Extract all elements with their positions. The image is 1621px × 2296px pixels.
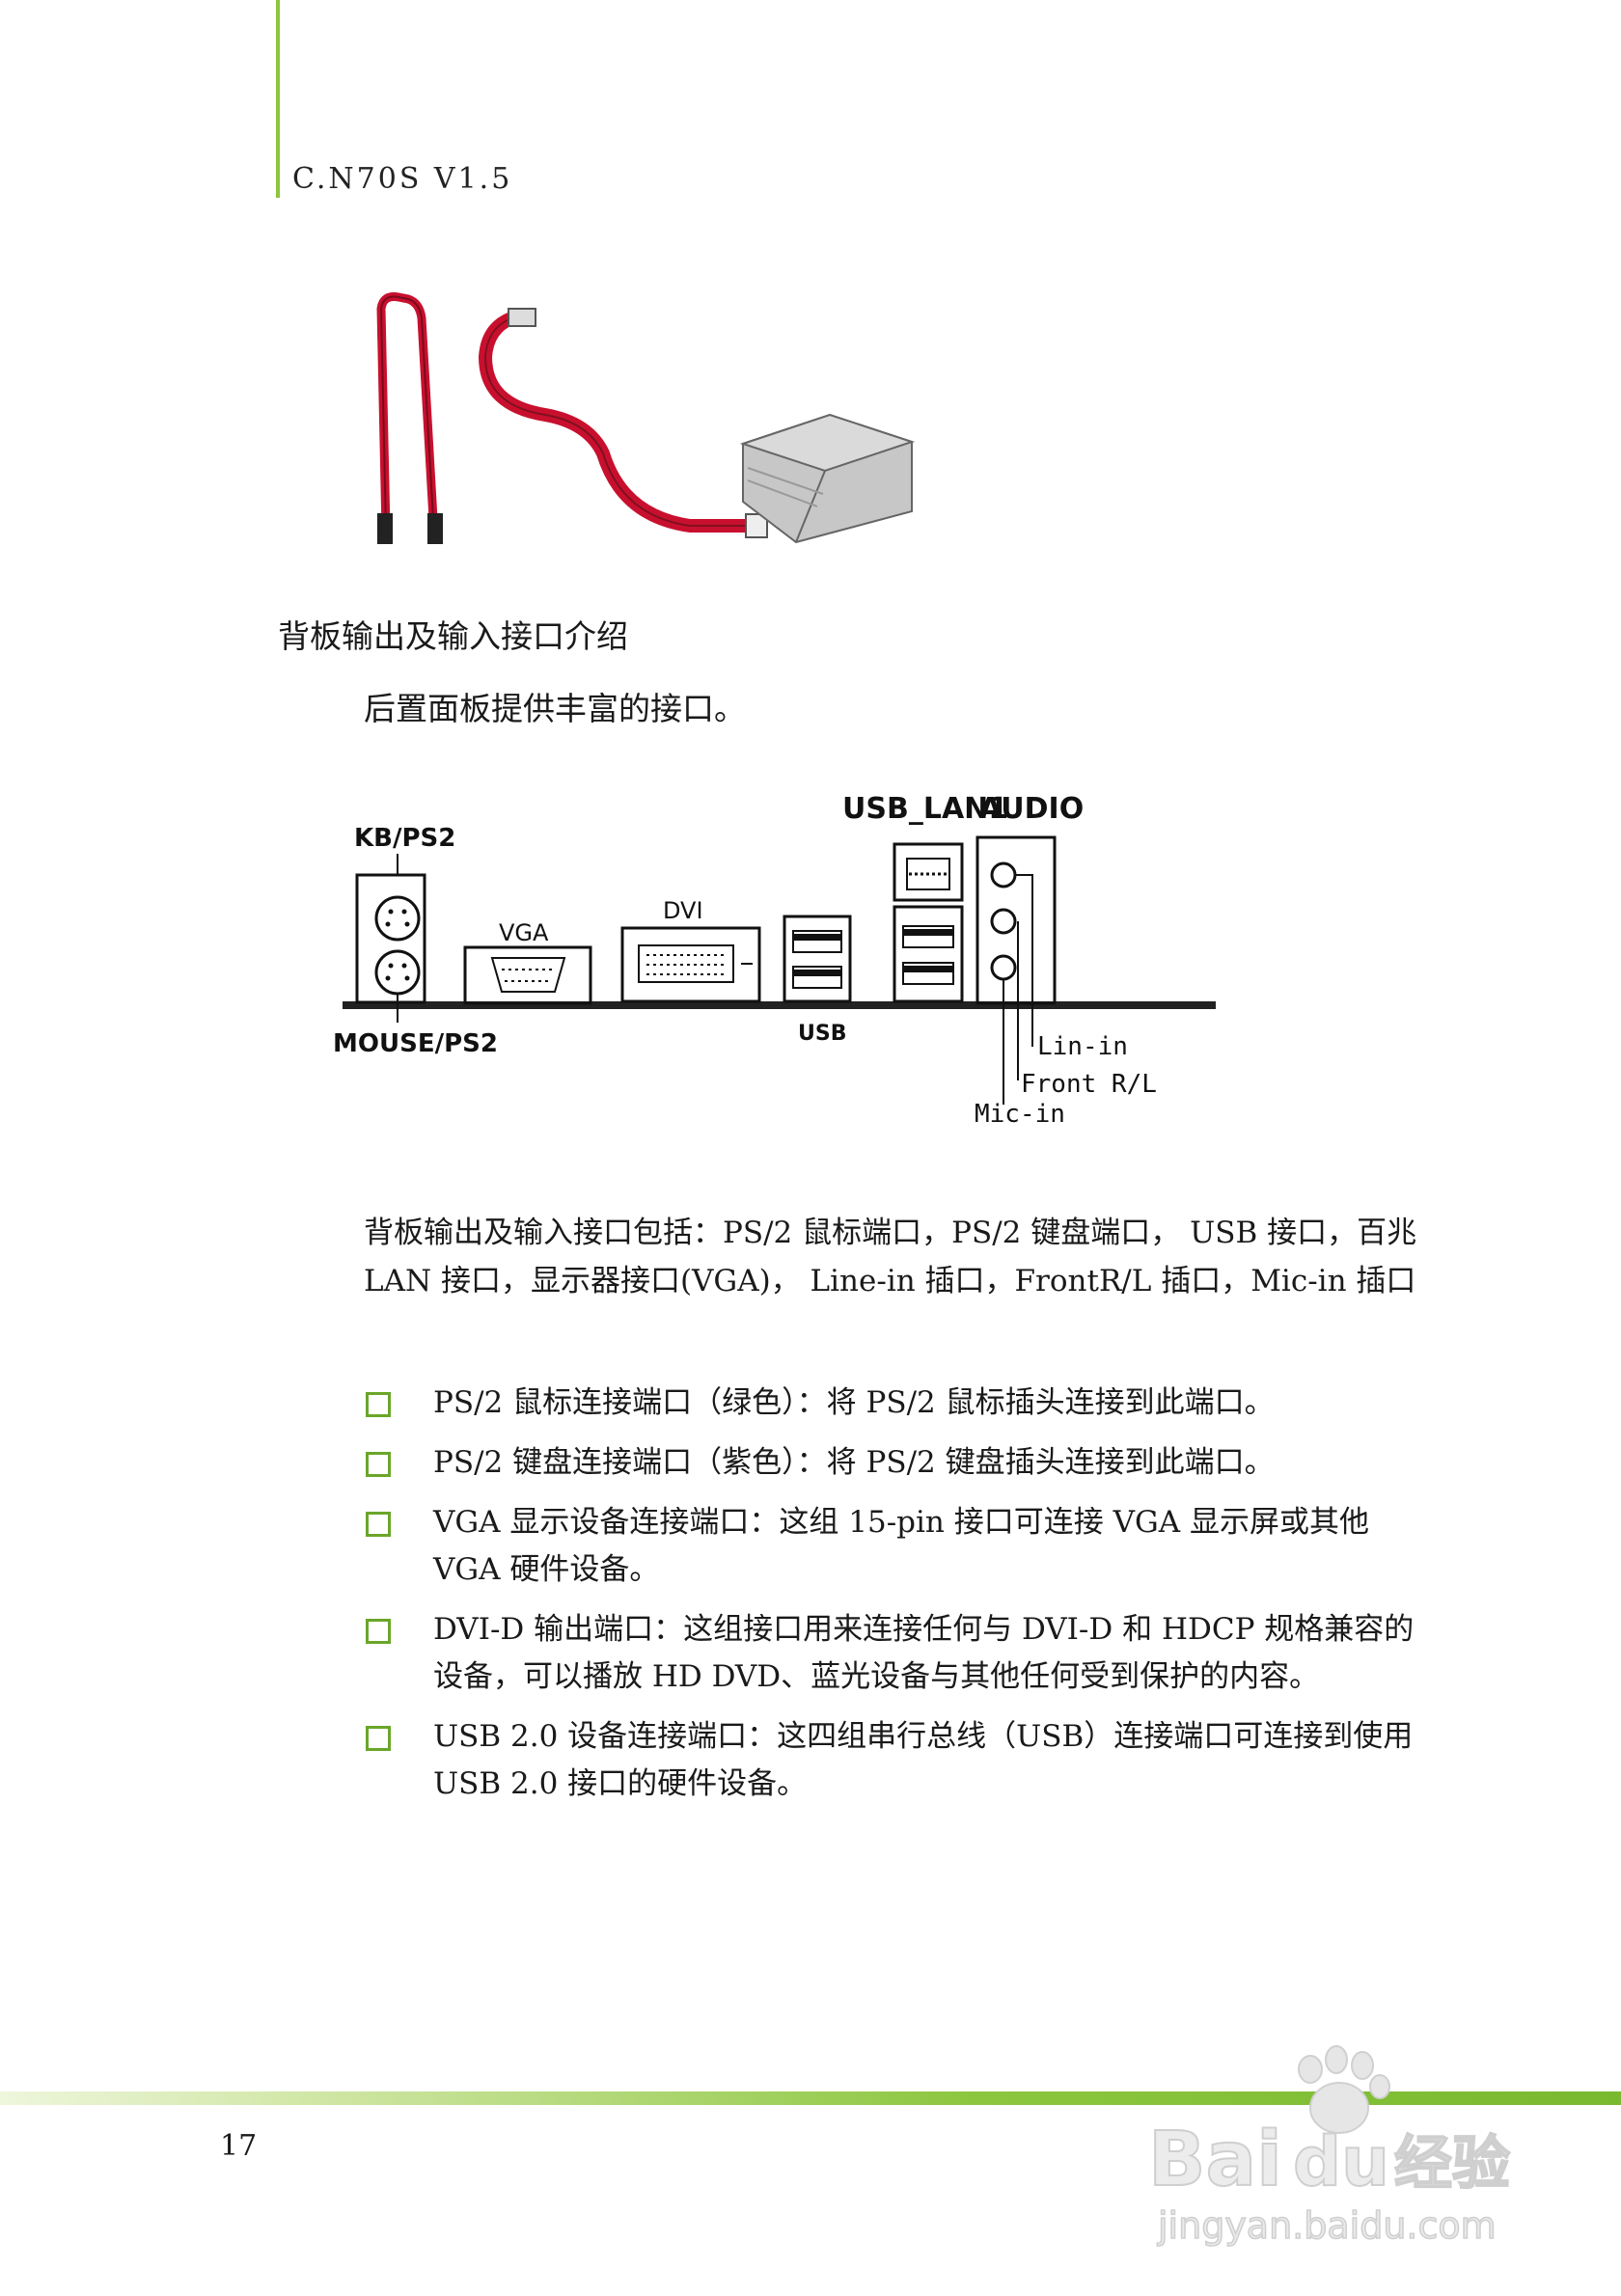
list-item-text: PS/2 鼠标连接端口（绿色）：将 PS/2 鼠标插头连接到此端口。: [433, 1385, 1275, 1420]
label-audio: AUDIO: [979, 792, 1084, 826]
line-in-jack: [990, 861, 1017, 888]
ports-list: PS/2 鼠标连接端口（绿色）：将 PS/2 鼠标插头连接到此端口。 PS/2 …: [364, 1380, 1440, 1820]
section-intro: 后置面板提供丰富的接口。: [364, 690, 746, 727]
list-item: PS/2 键盘连接端口（紫色）：将 PS/2 键盘插头连接到此端口。: [364, 1439, 1440, 1487]
label-mouse-ps2: MOUSE/PS2: [333, 1029, 498, 1058]
list-item-text: VGA 显示设备连接端口：这组 15-pin 接口可连接 VGA 显示屏或其他 …: [433, 1505, 1369, 1587]
watermark-product: 经验: [1394, 2130, 1510, 2198]
keyboard-ps2-port: [374, 895, 421, 942]
watermark-url: jingyan.baidu.com: [1157, 2204, 1497, 2247]
baidu-jingyan-watermark: Bai du 经验 jingyan.baidu.com: [1147, 2045, 1511, 2248]
checkbox-bullet-icon: [366, 1452, 391, 1477]
vga-port: [463, 945, 592, 1005]
label-kb-ps2: KB/PS2: [354, 824, 455, 853]
panel-baseline: [343, 1001, 1216, 1009]
list-item-text: DVI-D 输出端口：这组接口用来连接任何与 DVI-D 和 HDCP 规格兼容…: [433, 1612, 1415, 1694]
front-rl-jack: [990, 908, 1017, 935]
label-vga: VGA: [499, 919, 549, 946]
document-id: C.N70S V1.5: [292, 162, 513, 196]
dvi-port: [620, 926, 761, 1003]
mic-in-jack: [990, 954, 1017, 981]
label-dvi: DVI: [663, 897, 703, 924]
audio-jack-panel: [975, 835, 1057, 1005]
list-item: DVI-D 输出端口：这组接口用来连接任何与 DVI-D 和 HDCP 规格兼容…: [364, 1606, 1440, 1701]
usb-port-stack: [783, 915, 852, 1003]
list-item: USB 2.0 设备连接端口：这四组串行总线（USB）连接端口可连接到使用 US…: [364, 1713, 1440, 1808]
label-lin-in: Lin-in: [1037, 1032, 1128, 1061]
label-usb: USB: [798, 1022, 846, 1046]
label-front-rl: Front R/L: [1021, 1070, 1157, 1099]
section-title: 背板输出及输入接口介绍: [278, 617, 628, 655]
label-mic-in: Mic-in: [975, 1100, 1065, 1129]
list-item-text: PS/2 键盘连接端口（紫色）：将 PS/2 键盘插头连接到此端口。: [433, 1445, 1275, 1480]
list-item: VGA 显示设备连接端口：这组 15-pin 接口可连接 VGA 显示屏或其他 …: [364, 1499, 1440, 1594]
ps2-port-housing: [355, 873, 426, 1004]
ports-summary-paragraph: 背板输出及输入接口包括：PS/2 鼠标端口，PS/2 键盘端口， USB 接口，…: [364, 1216, 1417, 1298]
label-usb-lan1: USB_LAN1: [842, 792, 1008, 826]
back-panel-diagram: KB/PS2 MOUSE/PS2 VGA DVI USB USB_LAN1 AU…: [333, 792, 1216, 1129]
checkbox-bullet-icon: [366, 1392, 391, 1417]
page-number: 17: [220, 2129, 258, 2163]
footer-accent-bar: [0, 2091, 1621, 2105]
header-accent-bar: [276, 0, 280, 198]
sata-cable-illustration: [376, 292, 916, 544]
checkbox-bullet-icon: [366, 1512, 391, 1537]
list-item: PS/2 鼠标连接端口（绿色）：将 PS/2 鼠标插头连接到此端口。: [364, 1380, 1440, 1427]
mouse-ps2-port: [374, 949, 421, 996]
checkbox-bullet-icon: [366, 1726, 391, 1751]
lan-port: [893, 842, 964, 902]
list-item-text: USB 2.0 设备连接端口：这四组串行总线（USB）连接端口可连接到使用 US…: [433, 1719, 1414, 1801]
watermark-brand: Bai: [1148, 2117, 1282, 2203]
checkbox-bullet-icon: [366, 1619, 391, 1644]
usb-lan-usb-stack: [893, 905, 964, 1003]
watermark-brand2: du: [1293, 2122, 1389, 2201]
